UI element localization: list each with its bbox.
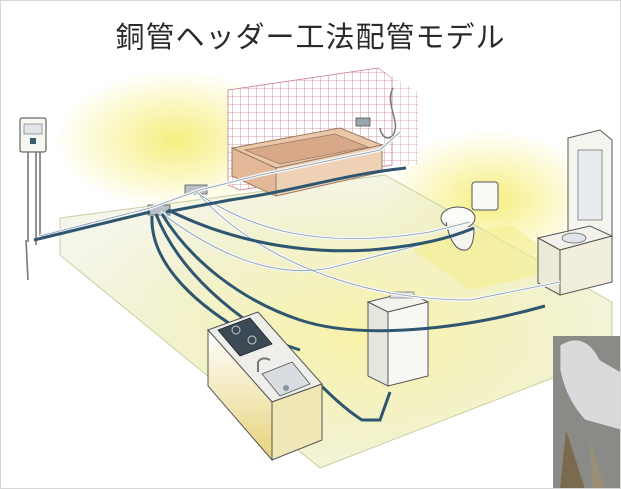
bathroom-tile-wall-side xyxy=(378,68,418,165)
kitchen-sink xyxy=(261,361,311,397)
shower-hose xyxy=(379,87,397,139)
supply-pipes-insulated xyxy=(33,166,546,422)
cooktop xyxy=(217,317,273,357)
washroom-floor xyxy=(405,225,575,290)
page-title: 銅管ヘッダー工法配管モデル xyxy=(115,20,506,54)
kitchen-counter-icon xyxy=(207,311,323,462)
kitchen-faucet xyxy=(257,357,271,372)
bathtub-icon xyxy=(230,127,384,197)
washbasin-icon xyxy=(536,129,614,296)
bath-faucet xyxy=(355,117,371,127)
supply-pipes-outline xyxy=(39,131,561,301)
installation-photo xyxy=(553,336,621,489)
washing-machine-icon xyxy=(366,291,430,387)
water-heater-icon xyxy=(19,117,47,281)
